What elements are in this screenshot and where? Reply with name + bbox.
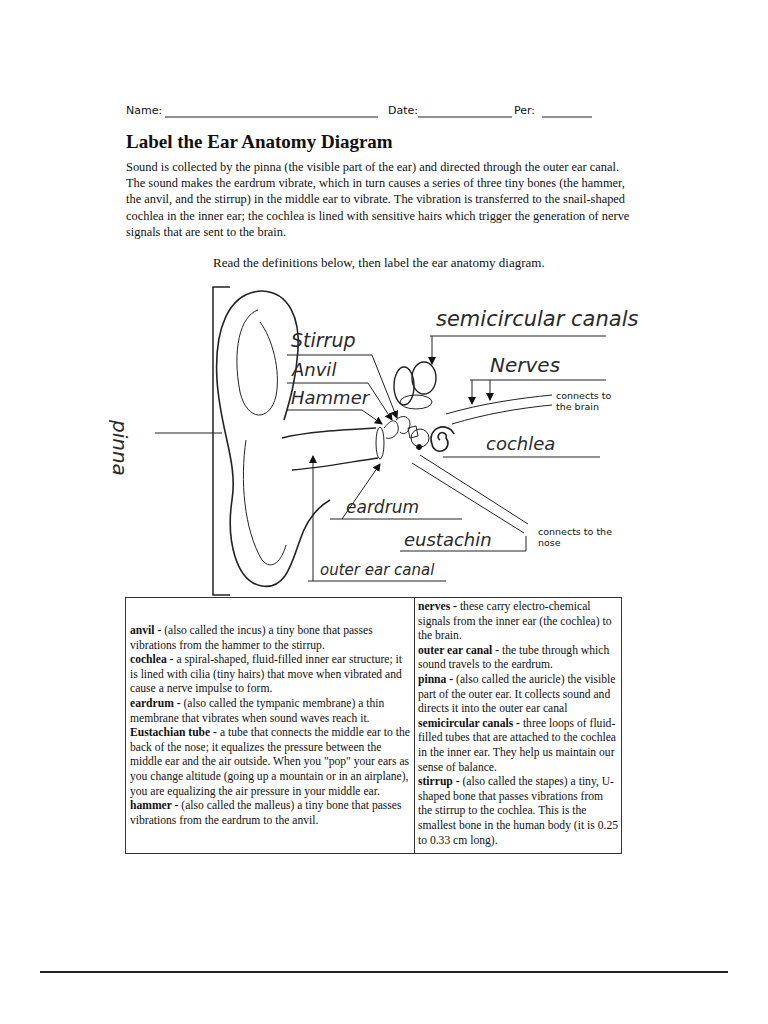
- intro-text: Sound is collected by the pinna (the vis…: [126, 159, 631, 240]
- definition-term: stirrup -: [418, 775, 460, 788]
- worksheet-title: Label the Ear Anatomy Diagram: [126, 131, 393, 153]
- definition-term: outer ear canal -: [418, 644, 499, 657]
- definition: nerves - these carry electro-chemical si…: [418, 600, 618, 644]
- definition: semicircular canals - three loops of flu…: [418, 717, 618, 775]
- field-label: Name:: [126, 104, 162, 117]
- definitions-table: anvil - (also called the incus) a tiny b…: [125, 597, 622, 854]
- definition: Eustachian tube - a tube that connects t…: [130, 726, 412, 799]
- definition-term: hammer -: [130, 799, 178, 812]
- handwritten-label: eustachin: [404, 529, 492, 550]
- field-label: Per:: [514, 104, 535, 117]
- handwritten-label: Nerves: [490, 353, 560, 377]
- definition-term: semicircular canals -: [418, 717, 520, 730]
- instruction-text: Read the definitions below, then label t…: [213, 255, 545, 271]
- definition: cochlea - a spiral-shaped, fluid-filled …: [130, 653, 412, 697]
- handwritten-label: Hammer: [291, 387, 369, 408]
- table-column: nerves - these carry electro-chemical si…: [418, 598, 618, 848]
- definition-term: anvil -: [130, 624, 161, 637]
- table-column: anvil - (also called the incus) a tiny b…: [130, 598, 412, 828]
- note-label: connects to the nose: [538, 526, 628, 548]
- handwritten-label: cochlea: [486, 433, 555, 454]
- definition: anvil - (also called the incus) a tiny b…: [130, 624, 412, 653]
- definition-term: eardrum -: [130, 697, 181, 710]
- handwritten-label: Anvil: [292, 359, 336, 380]
- handwritten-label: semicircular canals: [436, 307, 638, 331]
- table-divider: [414, 598, 415, 853]
- definition-text: (also called the incus) a tiny bone that…: [130, 624, 373, 652]
- definition: stirrup - (also called the stapes) a tin…: [418, 775, 618, 848]
- handwritten-label: outer ear canal: [320, 561, 434, 579]
- definition: outer ear canal - the tube through which…: [418, 644, 618, 673]
- field-label: Date:: [388, 104, 418, 117]
- definition: eardrum - (also called the tympanic memb…: [130, 697, 412, 726]
- handwritten-label: pinna: [108, 420, 132, 476]
- handwritten-label: Stirrup: [291, 329, 356, 351]
- definition: hammer - (also called the malleus) a tin…: [130, 799, 412, 828]
- definition-term: nerves -: [418, 600, 457, 613]
- definition: pinna - (also called the auricle) the vi…: [418, 673, 618, 717]
- definition-term: Eustachian tube -: [130, 726, 217, 739]
- handwritten-label: eardrum: [346, 497, 419, 517]
- definition-term: pinna -: [418, 673, 453, 686]
- note-label: connects to the brain: [556, 390, 612, 412]
- definition-term: cochlea -: [130, 653, 173, 666]
